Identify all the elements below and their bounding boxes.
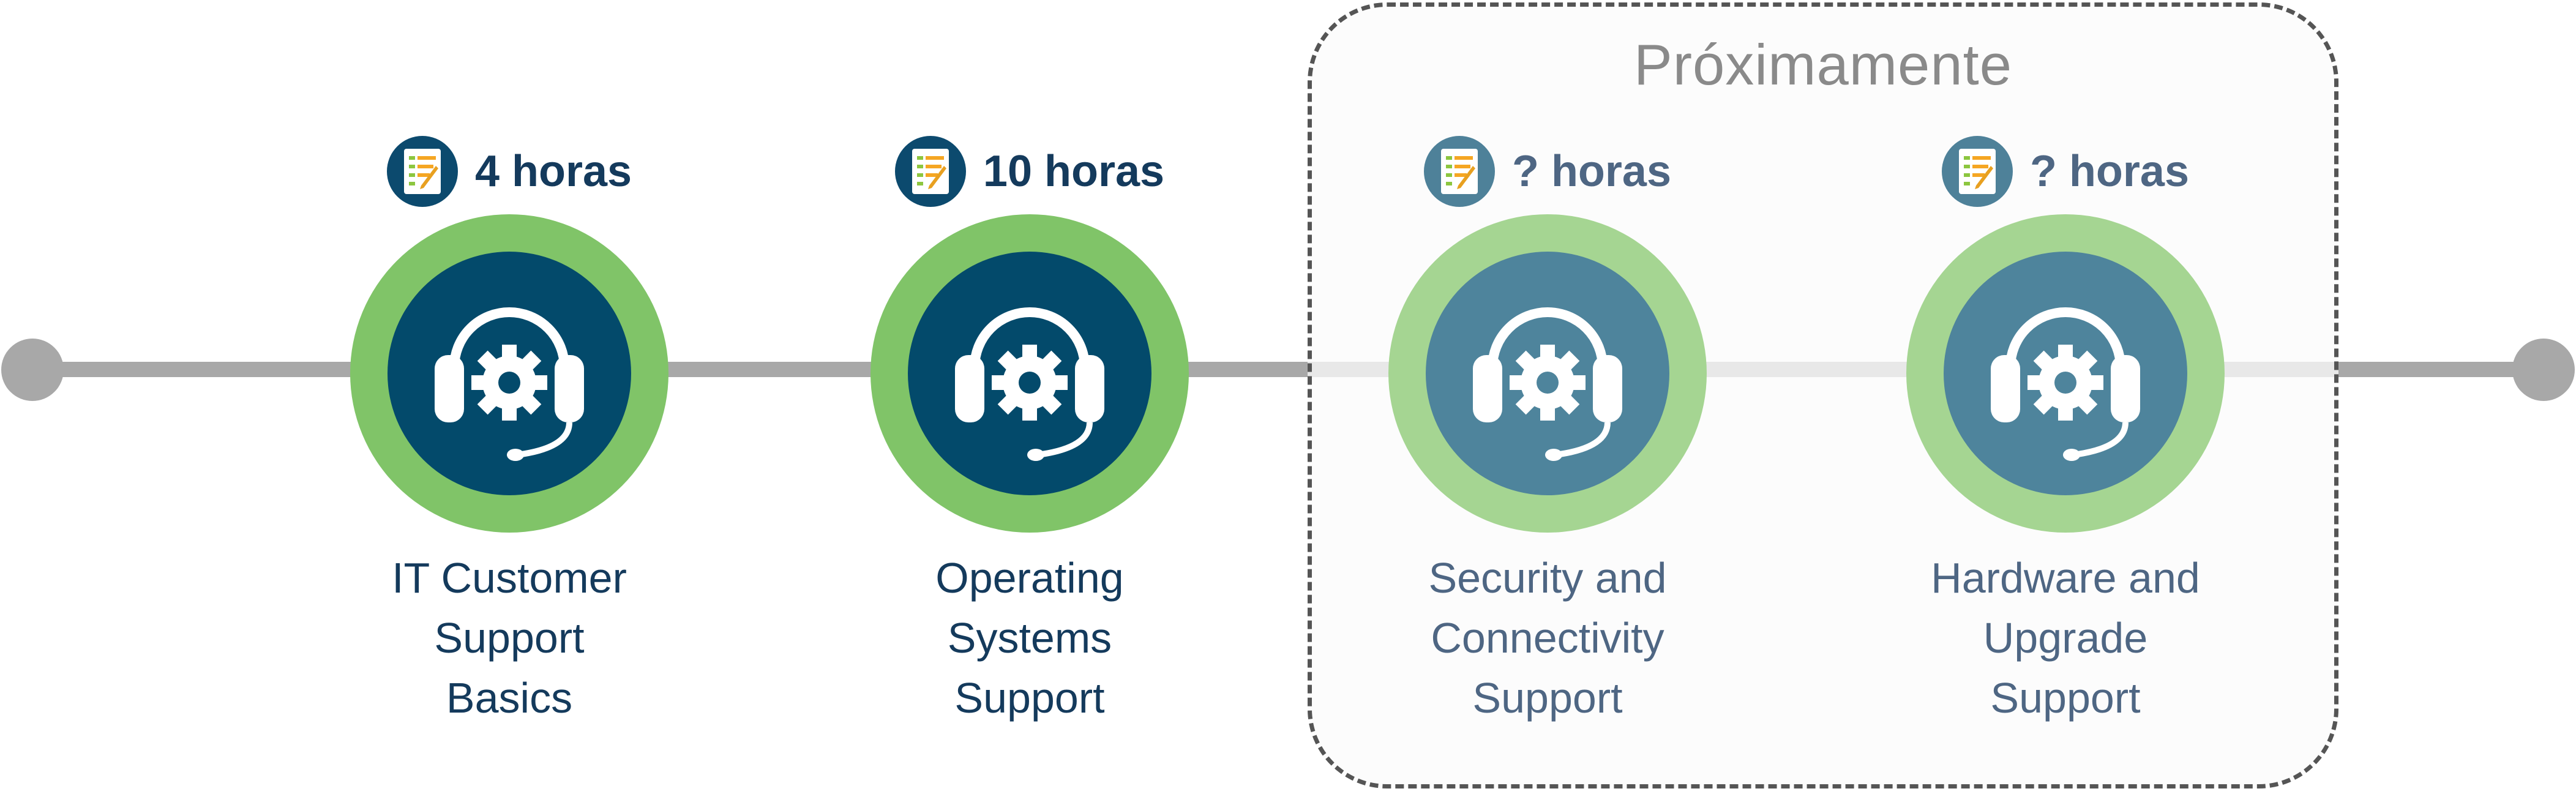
headset-gear-icon: [1991, 307, 2140, 461]
coming-soon-title: Próximamente: [1634, 32, 2012, 97]
course-hours: ? horas: [1833, 135, 2298, 208]
hours-label: 4 horas: [474, 147, 632, 196]
timeline-start-cap: [1, 339, 64, 401]
course-node[interactable]: ? horas Hardware and Upgrade Suppo: [1833, 0, 2298, 794]
course-core: [1944, 252, 2187, 495]
course-name: Hardware and Upgrade Support: [1931, 554, 2200, 722]
document-checklist-icon: [894, 136, 966, 207]
headset-gear-icon: [955, 307, 1104, 461]
headset-gear-icon: [1473, 307, 1622, 461]
course-hours: ? horas: [1315, 135, 1780, 208]
course-hours: 10 horas: [797, 135, 1262, 208]
course-name: IT Customer Support Basics: [392, 554, 627, 722]
course-core: [388, 252, 631, 495]
course-core: [1426, 252, 1669, 495]
headset-gear-icon: [435, 307, 584, 461]
document-checklist-icon: [1941, 136, 2013, 207]
course-name: Operating Systems Support: [935, 554, 1124, 722]
document-checklist-icon: [386, 136, 458, 207]
course-node[interactable]: 4 horas IT Customer Support Basics: [277, 0, 742, 794]
hours-label: 10 horas: [983, 147, 1165, 196]
course-node[interactable]: 10 horas Operating Systems Support: [797, 0, 1262, 794]
course-node[interactable]: ? horas Security and Connectivity: [1315, 0, 1780, 794]
timeline-end-cap: [2512, 339, 2575, 401]
course-core: [908, 252, 1151, 495]
hours-label: ? horas: [2029, 147, 2190, 196]
hours-label: ? horas: [1511, 147, 1672, 196]
timeline-segment: [2338, 362, 2544, 377]
document-checklist-icon: [1423, 136, 1495, 207]
course-hours: 4 horas: [277, 135, 742, 208]
course-name: Security and Connectivity Support: [1428, 554, 1667, 722]
